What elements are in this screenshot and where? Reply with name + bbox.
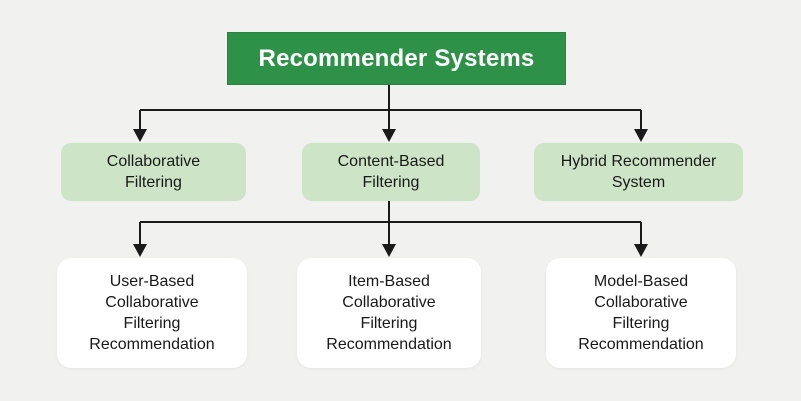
arrowhead-leaf-2 xyxy=(382,244,396,257)
arrowhead-branch-3 xyxy=(634,129,648,142)
arrowhead-branch-2 xyxy=(382,129,396,142)
node-item-based-cf-recommendation: Item-Based Collaborative Filtering Recom… xyxy=(297,258,481,368)
connector-branch-to-leaves xyxy=(133,201,648,257)
node-user-based-cf-recommendation: User-Based Collaborative Filtering Recom… xyxy=(57,258,247,368)
node-content-based-filtering: Content-Based Filtering xyxy=(302,143,480,201)
node-model-based-cf-recommendation: Model-Based Collaborative Filtering Reco… xyxy=(546,258,736,368)
node-hybrid-recommender-system: Hybrid Recommender System xyxy=(534,143,743,201)
node-recommender-systems: Recommender Systems xyxy=(227,32,566,85)
connector-root-to-branches xyxy=(133,85,648,142)
arrowhead-leaf-3 xyxy=(634,244,648,257)
arrowhead-branch-1 xyxy=(133,129,147,142)
node-collaborative-filtering: Collaborative Filtering xyxy=(61,143,246,201)
arrowhead-leaf-1 xyxy=(133,244,147,257)
